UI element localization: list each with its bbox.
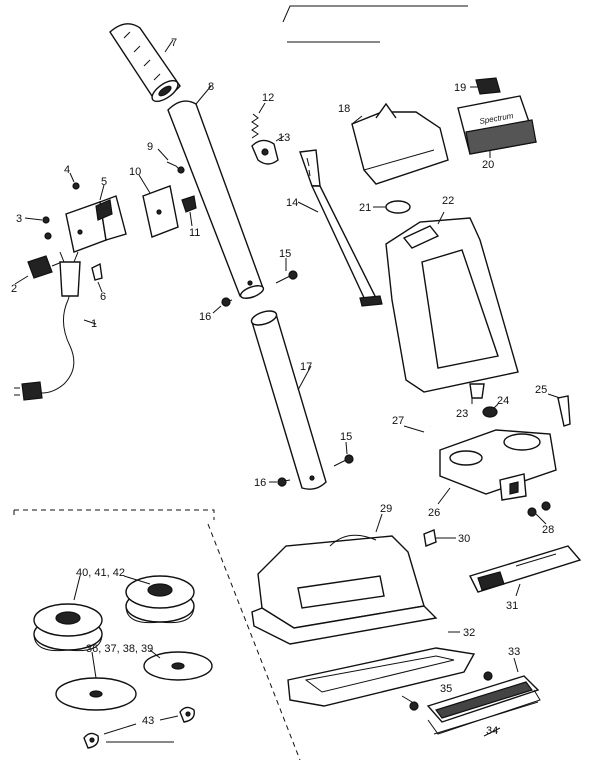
part-1-power-cord (14, 251, 97, 401)
part-10-plate (138, 174, 179, 238)
part-14-bracket-bar (297, 149, 383, 307)
callout-9: 9 (147, 141, 153, 153)
callout-13: 13 (278, 132, 290, 144)
leader-40-line-b (123, 575, 151, 585)
callout-16-upper: 16 (199, 311, 211, 323)
callout-35: 35 (440, 683, 452, 695)
part-19-tag (470, 77, 501, 95)
part-21-cap (373, 200, 411, 214)
callout-2: 2 (11, 283, 17, 295)
part-22-tank (385, 211, 519, 393)
callout-36-39: 36, 37, 38, 39 (86, 643, 153, 655)
part-15-screw-upper (275, 258, 298, 284)
callout-labels: 1 2 3 4 5 6 7 8 9 10 11 12 13 14 15 15 1… (11, 37, 554, 737)
part-43-clips (83, 706, 195, 749)
part-32-tray (287, 631, 476, 707)
callout-14: 14 (286, 197, 298, 209)
part-4-screw (69, 172, 80, 190)
part-41-brush-right (125, 575, 195, 624)
part-24-valve (482, 403, 499, 418)
callout-10: 10 (129, 166, 141, 178)
callout-33: 33 (508, 646, 520, 658)
callout-11: 11 (189, 227, 200, 239)
callout-25: 25 (535, 384, 547, 396)
callout-17: 17 (300, 361, 312, 373)
leader-36-line-a (91, 651, 97, 679)
callout-31: 31 (506, 600, 518, 612)
callout-1: 1 (91, 318, 97, 330)
callout-27: 27 (392, 415, 404, 427)
part-6-connector (91, 262, 103, 293)
part-7-handle-grip (109, 23, 181, 103)
callout-21: 21 (359, 202, 371, 214)
callout-34: 34 (486, 725, 498, 737)
callout-29: 29 (380, 503, 392, 515)
part-27-hose (403, 424, 432, 485)
callout-30: 30 (458, 533, 470, 545)
callout-40-42: 40, 41, 42 (76, 567, 125, 579)
callout-15-upper: 15 (279, 248, 291, 260)
callout-28: 28 (542, 524, 554, 536)
callout-15-lower: 15 (340, 431, 352, 443)
callout-26: 26 (428, 507, 440, 519)
callout-6: 6 (100, 291, 106, 303)
part-23-plug (469, 383, 485, 404)
callout-16-lower: 16 (254, 477, 266, 489)
callout-32: 32 (463, 627, 475, 639)
part-31-skid-plate (469, 545, 582, 597)
callout-20: 20 (482, 159, 494, 171)
part-11-knob (181, 195, 197, 227)
part-3-screws (24, 216, 52, 240)
part-33-roller-brush (426, 657, 540, 723)
header-rule (282, 5, 468, 43)
callout-24: 24 (497, 395, 509, 407)
part-15-screw-lower (333, 441, 354, 467)
accessory-kit-box (13, 509, 301, 761)
part-5-switch-bracket (65, 184, 127, 253)
part-28-screws (527, 501, 551, 525)
part-16-screw-lower (269, 477, 291, 487)
part-37-pad-right (143, 651, 213, 681)
part-8-upper-handle-tube (167, 85, 265, 299)
callout-19: 19 (454, 82, 466, 94)
part-30-fitting (423, 529, 456, 547)
callout-43: 43 (142, 715, 154, 727)
part-18-upper-housing (351, 102, 449, 185)
leader-36-line-b (149, 649, 161, 659)
part-16-screw-upper (212, 297, 233, 314)
callout-23: 23 (456, 408, 468, 420)
leader-40-line-a (73, 575, 81, 601)
callout-22: 22 (442, 195, 454, 207)
part-13-clip (251, 135, 285, 165)
part-40-brush-left (33, 603, 103, 652)
part-17-lower-handle-tube (250, 310, 327, 490)
callout-12: 12 (262, 92, 274, 104)
part-12-spring (251, 102, 266, 139)
part-36-pad-left (55, 677, 137, 711)
callout-18: 18 (338, 103, 350, 115)
callout-7: 7 (171, 37, 177, 49)
part-20-nameplate: Spectrum (457, 95, 537, 158)
part-34-bristle-strip (427, 689, 541, 737)
part-2-switch (14, 255, 63, 285)
callout-4: 4 (64, 164, 70, 176)
part-26-pump-assembly (437, 429, 557, 505)
part-25-pin (547, 393, 571, 427)
callout-3: 3 (16, 213, 22, 225)
callout-8: 8 (208, 81, 214, 93)
part-29-base-housing (251, 513, 438, 645)
callout-5: 5 (101, 176, 107, 188)
part-9-screw (157, 148, 185, 174)
part-35-screws (401, 671, 493, 711)
